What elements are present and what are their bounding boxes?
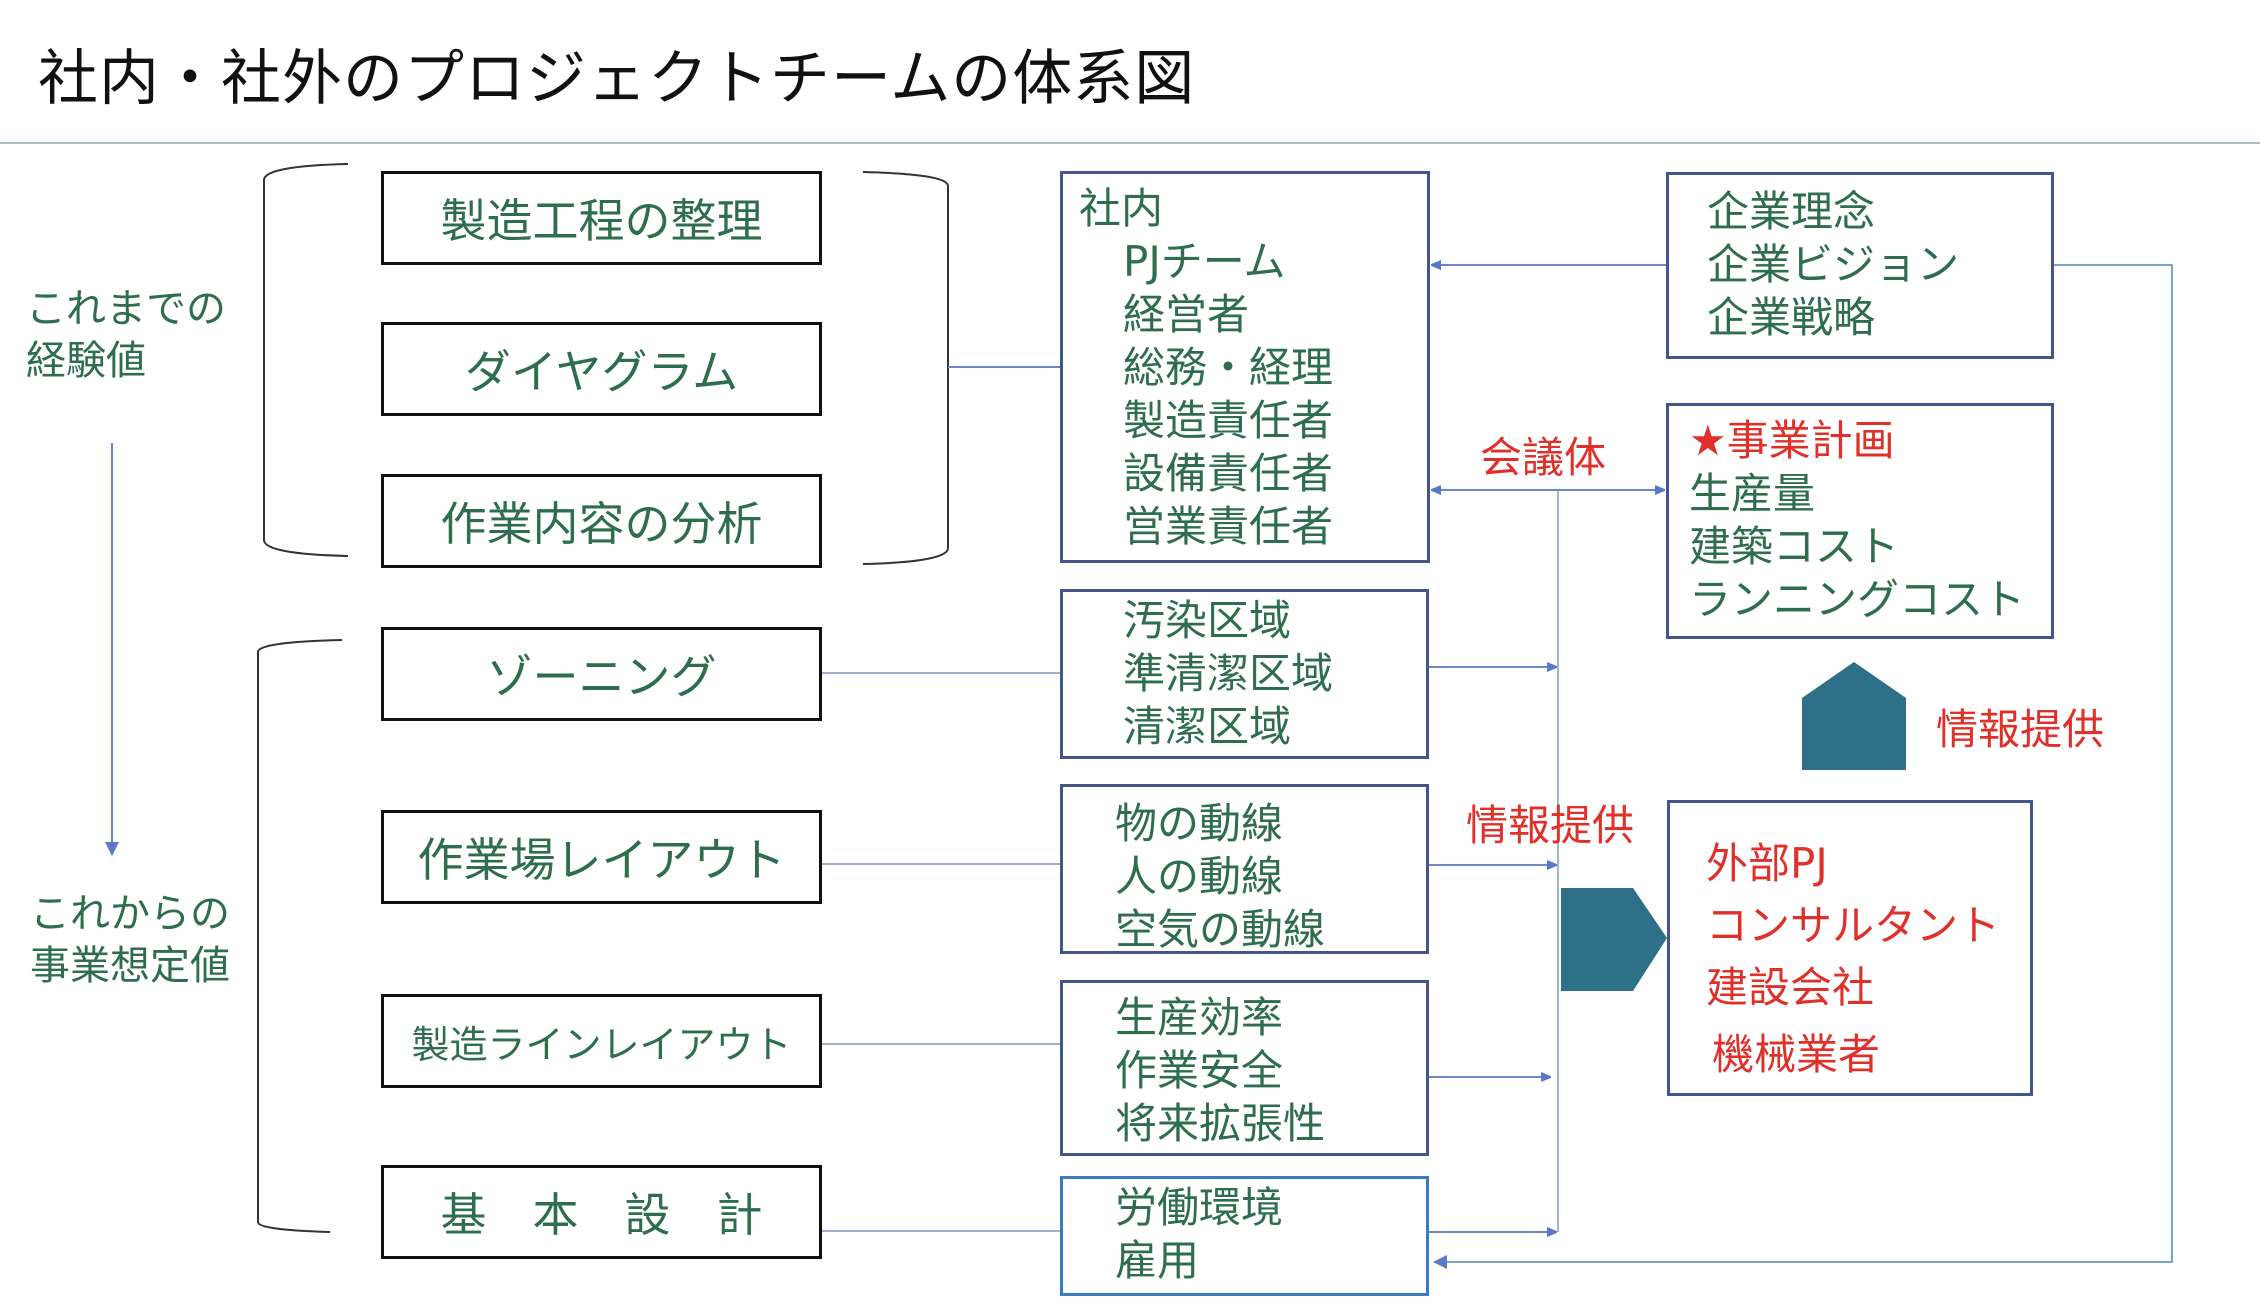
detail-line: 将来拡張性 [1115, 1099, 1326, 1148]
past-bracket-right [862, 171, 949, 565]
external-member: コンサルタント [1706, 901, 2001, 950]
external-member: 外部PJ [1706, 839, 1828, 888]
detail-line: 物の動線 [1115, 799, 1284, 848]
info-provision-label-left: 情報提供 [1466, 801, 1635, 850]
header-divider [0, 142, 2260, 144]
detail-line: 雇用 [1115, 1236, 1200, 1285]
detail-line: 清潔区域 [1123, 702, 1292, 751]
info-arrow-up-shape [1802, 662, 1906, 770]
corporate-line: 企業理念 [1707, 187, 1876, 236]
future-item-workplace-layout: 作業場レイアウト [381, 810, 822, 904]
business-plan-box: ★事業計画 生産量 建築コスト ランニングコスト [1666, 403, 2054, 639]
past-bracket-left [263, 163, 349, 557]
detail-line: 空気の動線 [1115, 905, 1326, 954]
past-item-label: 作業内容の分析 [440, 497, 763, 551]
detail-box-zoning: 汚染区域 準清潔区域 清潔区域 [1060, 589, 1429, 759]
internal-member: 営業責任者 [1123, 502, 1334, 551]
meeting-label: 会議体 [1480, 433, 1607, 482]
internal-member: 設備責任者 [1123, 449, 1334, 498]
detail-box-efficiency: 生産効率 作業安全 将来拡張性 [1060, 980, 1429, 1156]
future-item-label: 製造ラインレイアウト [411, 1022, 792, 1067]
internal-member: 経営者 [1123, 290, 1250, 339]
business-plan-heading: ★事業計画 [1689, 416, 1895, 465]
detail-box-labor: 労働環境 雇用 [1060, 1176, 1429, 1296]
future-item-basic-design: 基 本 設 計 [381, 1165, 822, 1259]
detail-line: 生産効率 [1115, 993, 1284, 1042]
future-item-label: ゾーニング [486, 650, 717, 704]
past-item-label: 製造工程の整理 [440, 194, 763, 248]
detail-line: 準清潔区域 [1123, 649, 1334, 698]
business-plan-line: 生産量 [1689, 469, 1816, 518]
info-provision-label-right: 情報提供 [1936, 705, 2105, 754]
future-item-zoning: ゾーニング [381, 627, 822, 721]
future-label-line-1: これからの [30, 891, 230, 937]
past-label-line-1: これまでの [26, 286, 226, 332]
future-label-line-2: 事業想定値 [30, 943, 230, 989]
detail-line: 汚染区域 [1123, 596, 1292, 645]
external-team-box: 外部PJ コンサルタント 建設会社 機械業者 [1667, 800, 2033, 1096]
past-item-label: ダイヤグラム [464, 345, 739, 399]
corporate-loop-line [1433, 264, 2173, 1269]
page-title: 社内・社外のプロジェクトチームの体系図 [38, 44, 1196, 114]
future-bracket [257, 639, 343, 1233]
past-item-analysis: 作業内容の分析 [381, 474, 822, 568]
past-item-diagram: ダイヤグラム [381, 322, 822, 416]
internal-member: 製造責任者 [1123, 396, 1334, 445]
corporate-line: 企業ビジョン [1707, 240, 1960, 289]
future-label: これからの 事業想定値 [30, 888, 230, 992]
corporate-box: 企業理念 企業ビジョン 企業戦略 [1666, 172, 2054, 359]
past-label-line-2: 経験値 [26, 338, 146, 384]
future-item-label: 基 本 設 計 [440, 1188, 763, 1242]
external-member: 建設会社 [1706, 963, 1875, 1012]
past-label: これまでの 経験値 [26, 283, 226, 387]
detail-line: 人の動線 [1115, 852, 1284, 901]
detail-line: 労働環境 [1115, 1183, 1284, 1232]
info-arrow-right-shape [1561, 888, 1667, 991]
detail-line: 作業安全 [1115, 1046, 1284, 1095]
internal-team-heading: 社内 [1079, 184, 1164, 233]
future-item-line-layout: 製造ラインレイアウト [381, 994, 822, 1088]
internal-team-box: 社内 PJチーム 経営者 総務・経理 製造責任者 設備責任者 営業責任者 [1060, 171, 1430, 563]
business-plan-line: 建築コスト [1689, 522, 1900, 571]
detail-box-flow: 物の動線 人の動線 空気の動線 [1060, 784, 1429, 954]
past-item-process: 製造工程の整理 [381, 171, 822, 265]
internal-member: 総務・経理 [1123, 343, 1334, 392]
corporate-line: 企業戦略 [1707, 293, 1876, 342]
external-member: 機械業者 [1712, 1030, 1881, 1079]
business-plan-line: ランニングコスト [1689, 575, 2026, 624]
internal-member: PJチーム [1123, 237, 1286, 286]
future-item-label: 作業場レイアウト [417, 833, 786, 887]
